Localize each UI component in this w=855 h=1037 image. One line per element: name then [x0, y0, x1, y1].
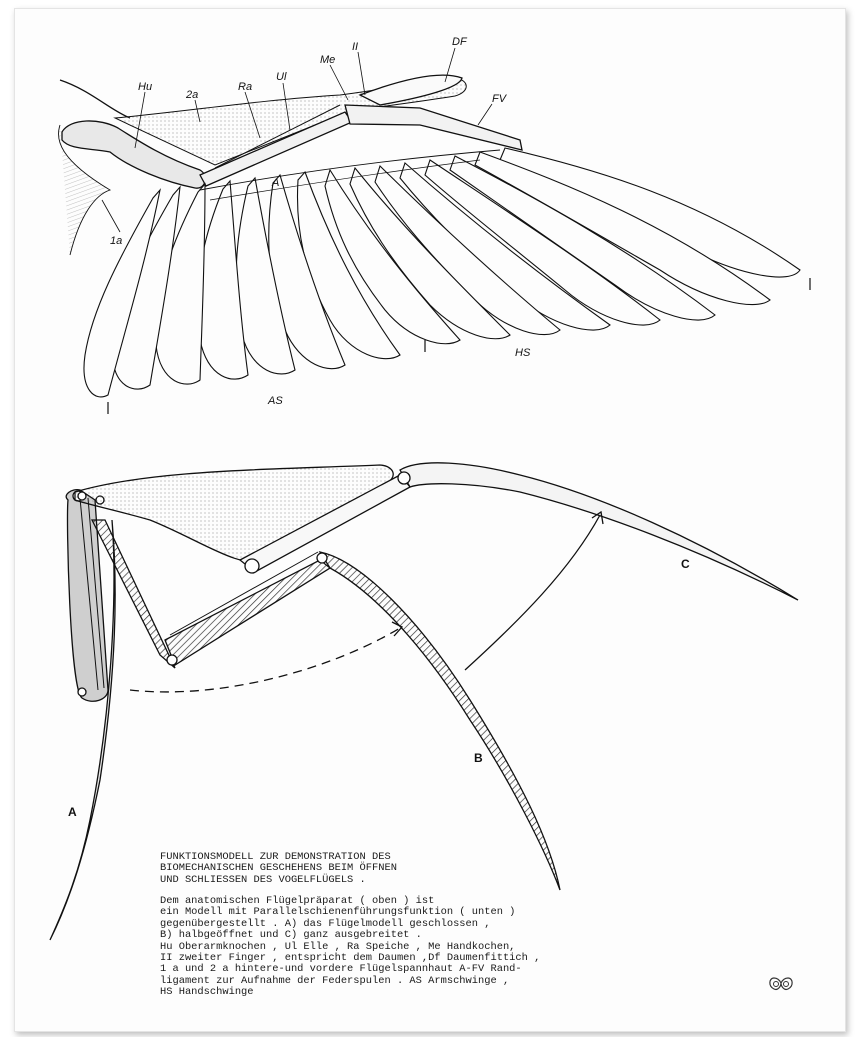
arrow-b-to-c [465, 515, 600, 670]
label-ii: II [352, 41, 358, 53]
anatomical-wing [58, 48, 810, 414]
label-model-c: C [681, 557, 690, 571]
model-state-c [75, 463, 798, 600]
feather-b [320, 552, 560, 890]
primary-feathers [325, 148, 800, 344]
label-model-b: B [474, 751, 483, 765]
label-me: Me [320, 54, 335, 66]
body-outline [60, 80, 130, 118]
model-state-b [92, 520, 560, 890]
label-hs: HS [515, 347, 531, 359]
label-df: DF [452, 36, 468, 48]
label-ra: Ra [238, 81, 252, 93]
model-state-a [50, 490, 115, 940]
label-2a: 2a [185, 89, 198, 101]
caption-body: Dem anatomischen Flügelpräparat ( oben )… [160, 896, 540, 999]
label-ul: Ul [276, 71, 287, 83]
label-fv: FV [492, 93, 508, 105]
label-hu: Hu [138, 81, 152, 93]
label-as: AS [267, 395, 283, 407]
monogram-icon [766, 974, 796, 994]
label-model-a: A [68, 805, 77, 819]
caption-title: FUNKTIONSMODELL ZUR DEMONSTRATION DES BI… [160, 852, 397, 886]
label-1a: 1a [110, 235, 122, 247]
hand-bones [345, 105, 522, 150]
label-a-small: A [271, 177, 279, 189]
